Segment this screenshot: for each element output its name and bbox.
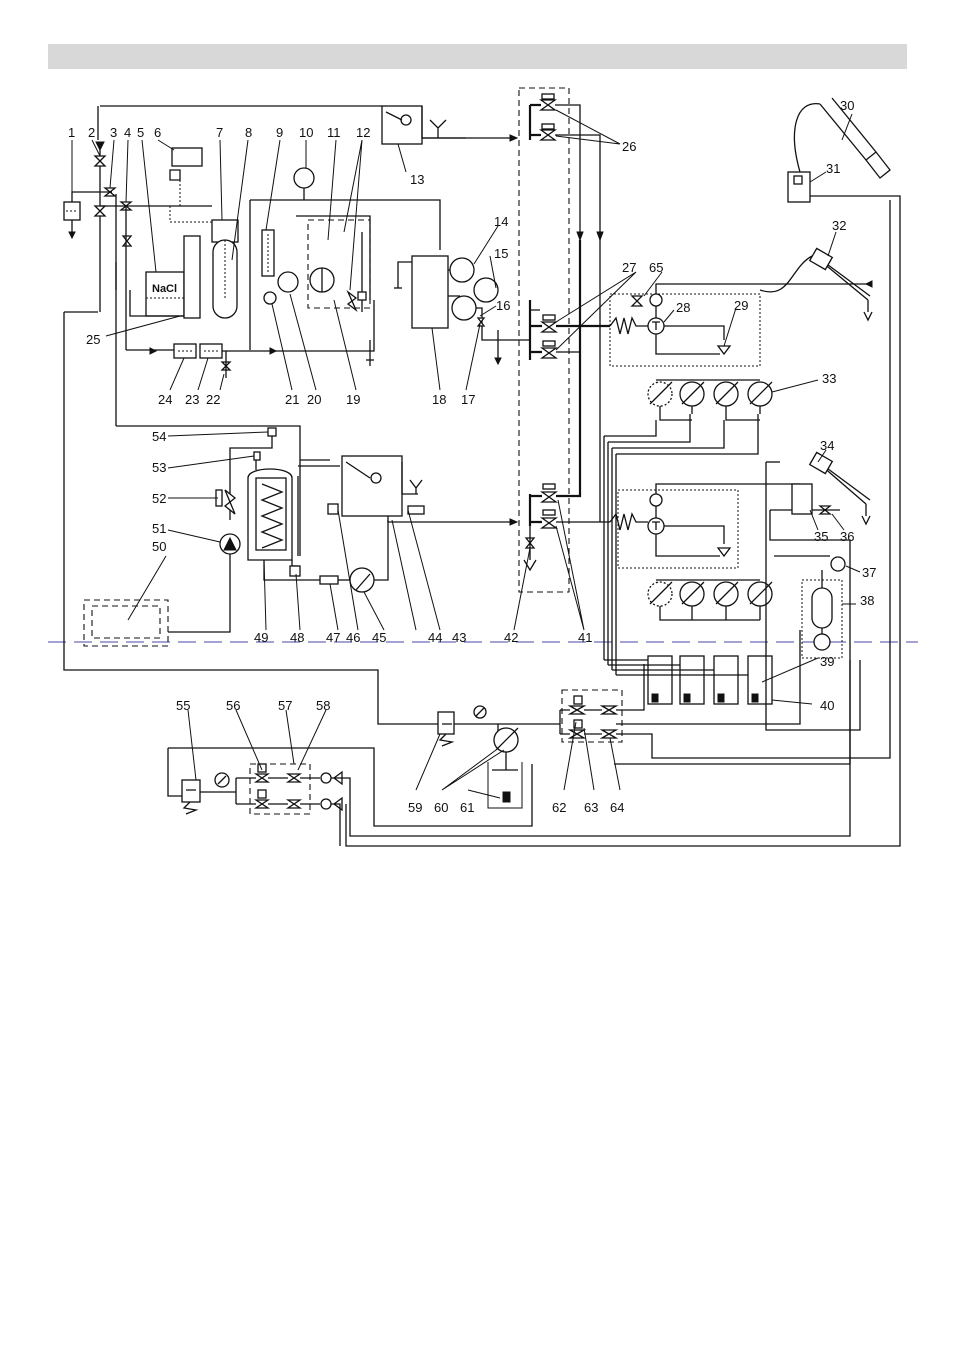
group-lower	[610, 484, 800, 620]
label-62: 62	[552, 800, 566, 815]
label-5: 5	[137, 125, 144, 140]
label-32: 32	[832, 218, 846, 233]
label-23: 23	[185, 392, 199, 407]
label-13: 13	[410, 172, 424, 187]
label-59: 59	[408, 800, 422, 815]
label-57: 57	[278, 698, 292, 713]
label-42: 42	[504, 630, 518, 645]
label-33: 33	[822, 371, 836, 386]
label-16: 16	[496, 298, 510, 313]
label-28: 28	[676, 300, 690, 315]
label-39: 39	[820, 654, 834, 669]
label-27: 27	[622, 260, 636, 275]
label-54: 54	[152, 429, 166, 444]
label-30: 30	[840, 98, 854, 113]
bottles-40	[604, 656, 772, 704]
label-37: 37	[862, 565, 876, 580]
label-10: 10	[299, 125, 313, 140]
valve-6	[172, 148, 202, 166]
label-38: 38	[860, 593, 874, 608]
label-50: 50	[152, 539, 166, 554]
group-28	[610, 281, 872, 366]
label-63: 63	[584, 800, 598, 815]
label-3: 3	[110, 125, 117, 140]
label-4: 4	[124, 125, 131, 140]
valves-27	[530, 240, 648, 360]
label-40: 40	[820, 698, 834, 713]
label-35: 35	[814, 529, 828, 544]
label-47: 47	[326, 630, 340, 645]
label-52: 52	[152, 491, 166, 506]
label-48: 48	[290, 630, 304, 645]
group-38	[766, 462, 860, 730]
label-65: 65	[649, 260, 663, 275]
label-8: 8	[245, 125, 252, 140]
label-22: 22	[206, 392, 220, 407]
label-31: 31	[826, 161, 840, 176]
label-61: 61	[460, 800, 474, 815]
label-53: 53	[152, 460, 166, 475]
label-15: 15	[494, 246, 508, 261]
tank-43	[328, 456, 517, 525]
label-11: 11	[327, 125, 341, 140]
label-21: 21	[285, 392, 299, 407]
label-34: 34	[820, 438, 834, 453]
label-25: 25	[86, 332, 100, 347]
label-51: 51	[152, 521, 166, 536]
water-tank-18	[394, 256, 540, 364]
label-14: 14	[494, 214, 508, 229]
label-58: 58	[316, 698, 330, 713]
label-45: 45	[372, 630, 386, 645]
label-17: 17	[461, 392, 475, 407]
box-50	[84, 600, 168, 646]
label-24: 24	[158, 392, 172, 407]
label-60: 60	[434, 800, 448, 815]
label-19: 19	[346, 392, 360, 407]
label-49: 49	[254, 630, 268, 645]
label-46: 46	[346, 630, 360, 645]
label-55: 55	[176, 698, 190, 713]
label-43: 43	[452, 630, 466, 645]
valves-41	[524, 240, 610, 570]
label-12: 12	[356, 125, 370, 140]
nacl-label: NaCl	[152, 283, 177, 295]
label-29: 29	[734, 298, 748, 313]
label-9: 9	[276, 125, 283, 140]
label-36: 36	[840, 529, 854, 544]
label-26: 26	[622, 139, 636, 154]
label-18: 18	[432, 392, 446, 407]
label-6: 6	[154, 125, 161, 140]
label-64: 64	[610, 800, 624, 815]
label-20: 20	[307, 392, 321, 407]
label-1: 1	[68, 125, 75, 140]
label-44: 44	[428, 630, 442, 645]
label-41: 41	[578, 630, 592, 645]
label-7: 7	[216, 125, 223, 140]
label-56: 56	[226, 698, 240, 713]
label-2: 2	[88, 125, 95, 140]
salt-tank: NaCl	[130, 272, 190, 316]
